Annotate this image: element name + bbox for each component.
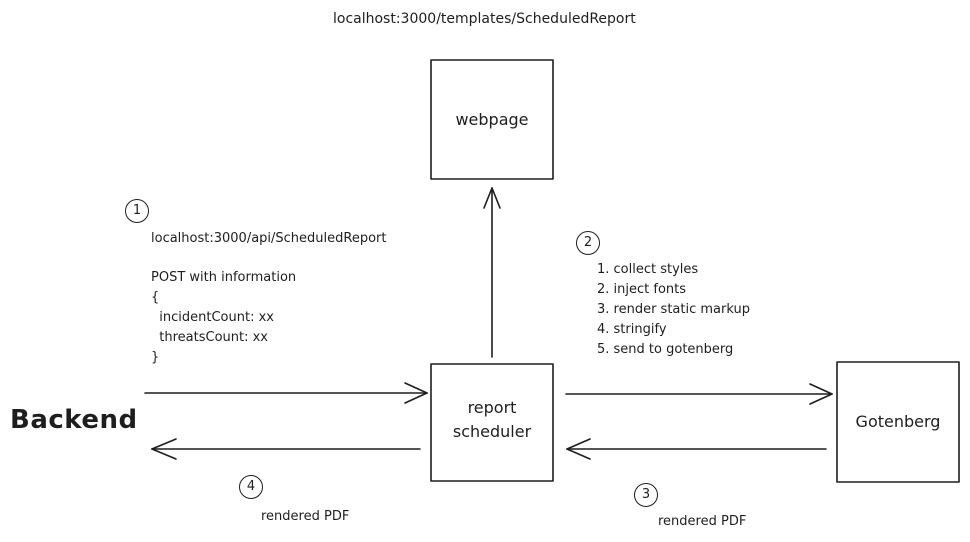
step-4-label: rendered PDF [261,509,350,524]
step-1-request-body: POST with information { incidentCount: x… [151,270,297,365]
step-1-badge: 1 [125,199,149,223]
webpage-box [430,59,554,180]
step-4-badge: 4 [239,475,263,499]
gotenberg-label: Gotenberg [855,412,941,431]
webpage-url-label: localhost:3000/templates/ScheduledReport [333,11,636,27]
step-2-list: 1. collect styles 2. inject fonts 3. ren… [597,262,750,357]
report-scheduler-label: report scheduler [452,398,532,441]
webpage-label: webpage [455,110,529,129]
step-3-badge: 3 [634,483,658,507]
arrow-backend-to-scheduler [144,382,428,404]
step-3-label: rendered PDF [658,514,747,529]
arrow-gotenberg-to-scheduler [566,438,827,460]
report-scheduler-box [430,363,554,482]
step-1-api-url: localhost:3000/api/ScheduledReport [151,231,387,246]
step-2-badge: 2 [576,231,600,255]
backend-label: Backend [10,405,138,435]
arrow-scheduler-to-webpage [483,187,501,358]
arrow-scheduler-to-backend [151,438,421,460]
gotenberg-box [836,361,960,483]
arrow-scheduler-to-gotenberg [565,383,833,405]
